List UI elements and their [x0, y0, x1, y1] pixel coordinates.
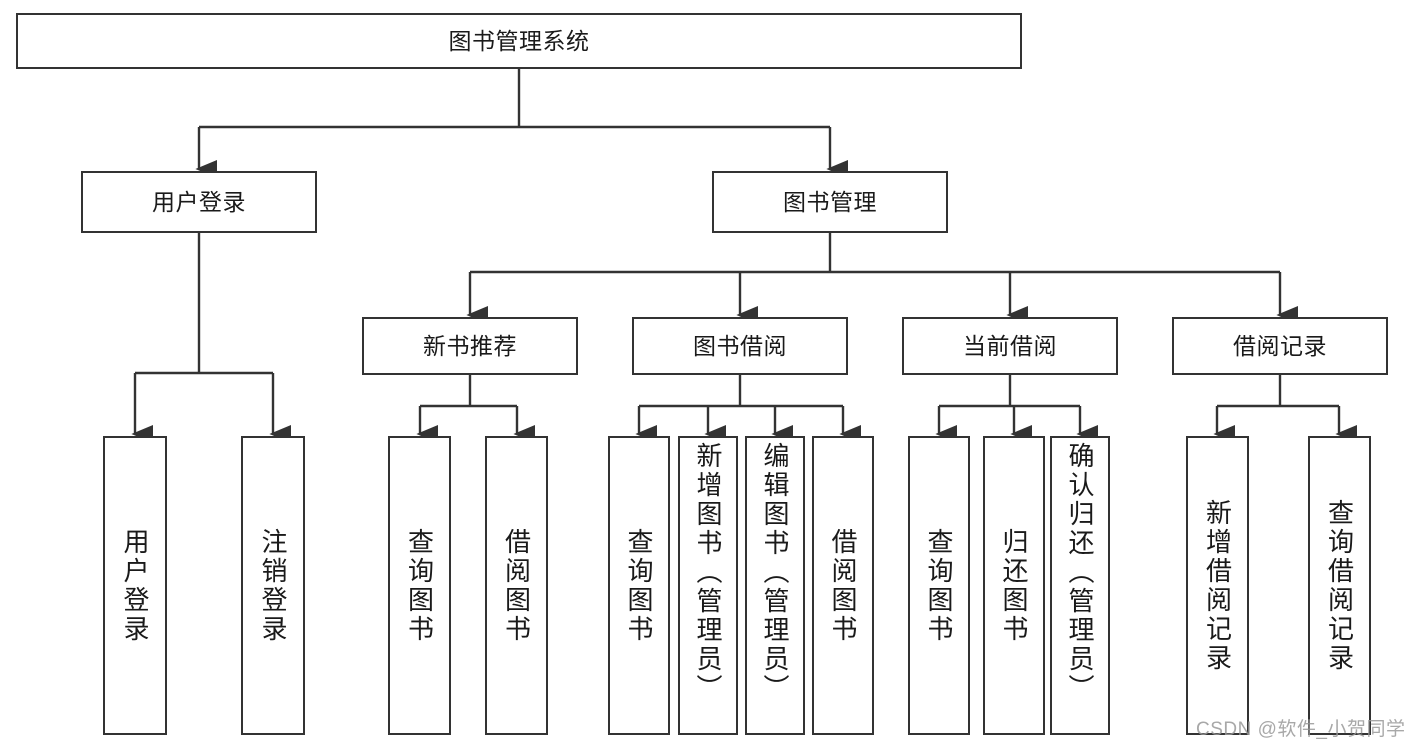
- watermark: CSDN @软件_小贺同学: [1196, 719, 1405, 740]
- node-book-borrow-label: 图书借阅: [693, 332, 787, 359]
- node-book-management[interactable]: 图书管理: [712, 171, 948, 233]
- leaf-node-label: 查询借阅记录: [1324, 498, 1355, 673]
- node-book-borrow[interactable]: 图书借阅: [632, 317, 848, 375]
- leaf-node[interactable]: 确认归还（管理员）: [1050, 436, 1110, 735]
- leaf-node[interactable]: 查询图书: [908, 436, 970, 735]
- leaf-node[interactable]: 编辑图书（管理员）: [745, 436, 805, 735]
- leaf-node-label: 借阅图书: [501, 527, 532, 644]
- leaf-node-label: 查询图书: [404, 527, 435, 644]
- leaf-node[interactable]: 新增图书（管理员）: [678, 436, 738, 735]
- node-current-borrow[interactable]: 当前借阅: [902, 317, 1118, 375]
- leaf-node-label: 新增借阅记录: [1202, 498, 1233, 673]
- node-root-label: 图书管理系统: [448, 27, 590, 54]
- node-new-book-recommend[interactable]: 新书推荐: [362, 317, 578, 375]
- leaf-node-label: 用户登录: [120, 527, 150, 644]
- leaf-node[interactable]: 查询图书: [388, 436, 451, 735]
- leaf-node[interactable]: 注销登录: [241, 436, 305, 735]
- leaf-node-label: 编辑图书（管理员）: [760, 442, 790, 703]
- leaf-node[interactable]: 查询借阅记录: [1308, 436, 1371, 735]
- leaf-node-label: 新增图书（管理员）: [693, 442, 723, 703]
- node-user-login[interactable]: 用户登录: [81, 171, 317, 233]
- node-root[interactable]: 图书管理系统: [16, 13, 1022, 69]
- leaf-node-label: 注销登录: [258, 527, 288, 644]
- leaf-node[interactable]: 借阅图书: [485, 436, 548, 735]
- leaf-node[interactable]: 归还图书: [983, 436, 1045, 735]
- leaf-node-label: 查询图书: [624, 527, 654, 644]
- leaf-node-label: 确认归还（管理员）: [1065, 442, 1095, 703]
- node-new-book-recommend-label: 新书推荐: [423, 332, 517, 359]
- leaf-node[interactable]: 用户登录: [103, 436, 167, 735]
- leaf-node[interactable]: 查询图书: [608, 436, 670, 735]
- node-current-borrow-label: 当前借阅: [963, 332, 1057, 359]
- node-borrow-record-label: 借阅记录: [1233, 332, 1327, 359]
- leaf-node-label: 查询图书: [924, 527, 954, 644]
- node-user-login-label: 用户登录: [152, 188, 246, 215]
- leaf-node[interactable]: 借阅图书: [812, 436, 874, 735]
- node-borrow-record[interactable]: 借阅记录: [1172, 317, 1388, 375]
- node-book-management-label: 图书管理: [783, 188, 877, 215]
- leaf-node[interactable]: 新增借阅记录: [1186, 436, 1249, 735]
- leaf-node-label: 借阅图书: [828, 527, 858, 644]
- leaf-node-label: 归还图书: [999, 527, 1029, 644]
